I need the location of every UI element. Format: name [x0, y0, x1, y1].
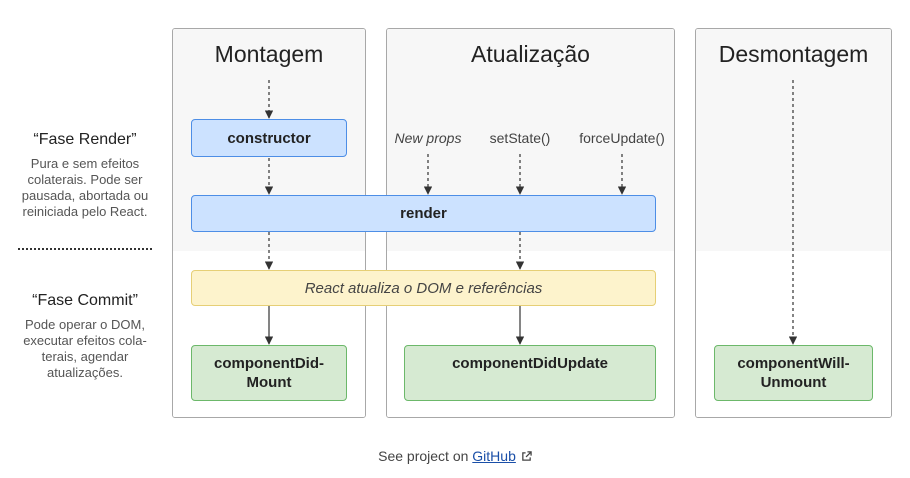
- column-title-unmounting: Desmontagem: [718, 41, 869, 67]
- dom-update-box: React atualiza o DOM e referências: [191, 270, 656, 306]
- render-phase-line: colaterais. Pode ser: [27, 172, 143, 187]
- column-title-updating: Atualização: [471, 41, 590, 67]
- component-did-mount-line: componentDid-: [214, 355, 324, 372]
- constructor-box: constructor: [191, 119, 347, 157]
- component-will-unmount-box: componentWill- Unmount: [714, 345, 873, 401]
- component-did-mount-box: componentDid- Mount: [191, 345, 347, 401]
- column-title-mounting: Montagem: [214, 41, 324, 67]
- trigger-set-state: setState(): [489, 130, 551, 146]
- footer: See project on GitHub: [0, 448, 910, 465]
- render-phase-line: reiniciada pelo React.: [22, 204, 148, 219]
- render-phase-line: Pura e sem efeitos: [30, 156, 140, 171]
- external-link-icon[interactable]: [521, 449, 532, 465]
- component-will-unmount-line: Unmount: [760, 374, 827, 391]
- component-will-unmount-line: componentWill-: [737, 355, 850, 372]
- commit-phase-description: Pode operar o DOM, executar efeitos cola…: [10, 317, 160, 381]
- commit-phase-title: “Fase Commit”: [32, 292, 138, 309]
- trigger-new-props: New props: [394, 130, 462, 146]
- render-phase-description: Pura e sem efeitos colaterais. Pode ser …: [10, 156, 160, 220]
- phase-separator: [18, 248, 152, 250]
- component-did-mount-line: Mount: [246, 374, 292, 391]
- footer-prefix: See project on: [378, 448, 473, 464]
- github-link[interactable]: GitHub: [472, 448, 516, 464]
- commit-phase-line: terais, agendar: [41, 349, 129, 364]
- commit-phase-line: Pode operar o DOM,: [25, 317, 145, 332]
- commit-phase-line: atualizações.: [47, 365, 123, 380]
- trigger-force-update: forceUpdate(): [579, 130, 665, 146]
- render-box: render: [191, 195, 656, 232]
- component-did-update-box: componentDidUpdate: [404, 345, 656, 401]
- commit-phase-line: executar efeitos cola-: [23, 333, 147, 348]
- render-phase-title: “Fase Render”: [33, 131, 137, 148]
- render-phase-line: pausada, abortada ou: [21, 188, 149, 203]
